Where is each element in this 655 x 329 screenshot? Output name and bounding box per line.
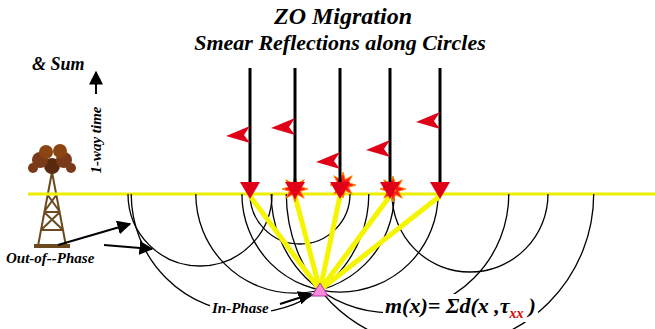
ray-head (240, 182, 450, 199)
callout-label: Out-of--Phase (4, 250, 96, 267)
starburst (282, 172, 406, 202)
oil-rig-icon (28, 144, 76, 248)
time-arrow (95, 72, 97, 94)
callout-label: In-Phase (210, 300, 271, 317)
in-phase-rays (250, 196, 440, 290)
subtitle-text: & Sum (32, 55, 85, 75)
formula-text: ) (529, 293, 536, 318)
diagram-title: ZO Migration (274, 3, 412, 29)
formula-subscript: xx (510, 306, 524, 321)
in-phase-point (312, 283, 328, 296)
formula: m(x)= Σd(x ,τxx) (383, 294, 538, 322)
subtitle-text: Smear Reflections along Circles (194, 31, 486, 55)
axis-label: 1-way time (88, 106, 105, 173)
reflection-flag (226, 112, 440, 169)
zo-ray (250, 68, 440, 184)
formula-text: m(x)= Σd(x ,τ (385, 293, 510, 318)
migration-arcs (128, 194, 594, 329)
